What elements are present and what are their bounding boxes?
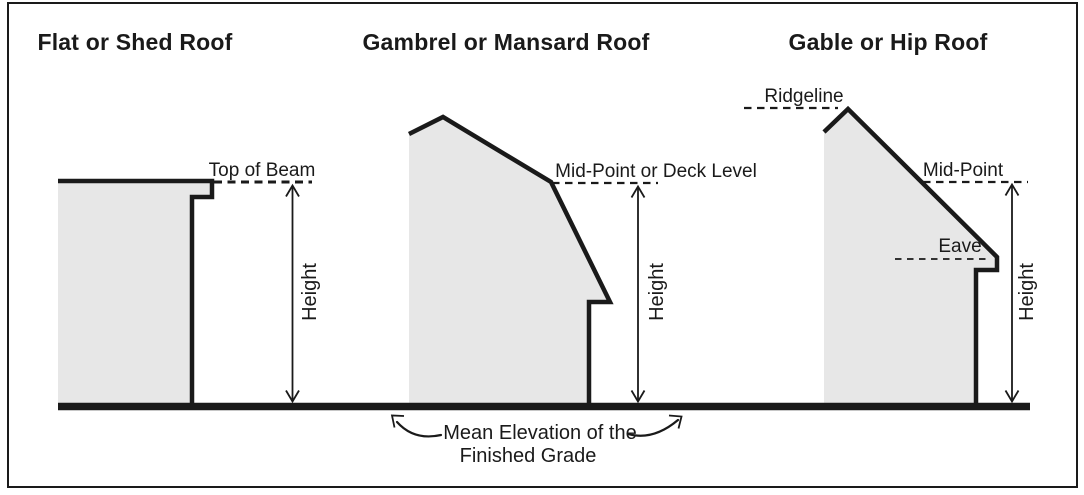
arrowhead-up-icon — [285, 183, 300, 197]
curved-arrow-left-shaft — [395, 420, 443, 438]
gambrel-roof-building-outline — [407, 114, 614, 403]
panel-title: Gambrel or Mansard Roof — [362, 29, 649, 55]
arrowhead-up-icon — [630, 184, 646, 198]
gable-roof-building-shape — [824, 109, 997, 403]
diagram-border — [7, 2, 1078, 488]
curved-arrow-right-shaft — [626, 418, 680, 437]
flat-roof-building-shape — [58, 181, 212, 403]
panel-gable-hip-roof: Gable or Hip Roof Ridgeline Mid-Point Ea… — [744, 29, 1038, 404]
height-label: Height — [1016, 263, 1038, 321]
top-of-beam-label: Top of Beam — [209, 160, 316, 181]
flat-roof-building-outline — [58, 178, 215, 403]
height-label: Height — [299, 263, 321, 321]
grade-label-line1: Mean Elevation of the — [443, 422, 636, 444]
eave-label: Eave — [938, 236, 981, 257]
panel-title: Flat or Shed Roof — [37, 29, 232, 55]
ridgeline-label: Ridgeline — [764, 86, 843, 107]
gable-roof-building-outline — [822, 105, 1000, 403]
gambrel-roof-building-shape — [409, 117, 610, 403]
panel-title: Gable or Hip Roof — [789, 29, 988, 55]
mid-point-label: Mid-Point — [923, 160, 1004, 181]
arrowhead-up-icon — [1004, 182, 1020, 196]
arrowhead-down-icon — [285, 390, 300, 404]
grade-annotation: Mean Elevation of the Finished Grade — [58, 402, 1030, 467]
height-arrow — [1004, 182, 1020, 404]
curved-arrow-right-head — [668, 414, 683, 429]
height-arrow — [285, 183, 300, 404]
mid-point-deck-level-label: Mid-Point or Deck Level — [555, 161, 757, 182]
panel-flat-shed-roof: Flat or Shed Roof Top of Beam Height — [37, 29, 321, 404]
curved-arrow-right-icon — [626, 414, 683, 437]
grade-label-line2: Finished Grade — [460, 445, 597, 467]
curved-arrow-left-icon — [390, 414, 443, 438]
panel-gambrel-mansard-roof: Gambrel or Mansard Roof Mid-Point or Dec… — [362, 29, 757, 404]
height-arrow — [630, 184, 646, 404]
curved-arrow-left-head — [390, 414, 405, 428]
arrowhead-down-icon — [1004, 390, 1020, 404]
height-label: Height — [646, 263, 668, 321]
arrowhead-down-icon — [630, 390, 646, 404]
